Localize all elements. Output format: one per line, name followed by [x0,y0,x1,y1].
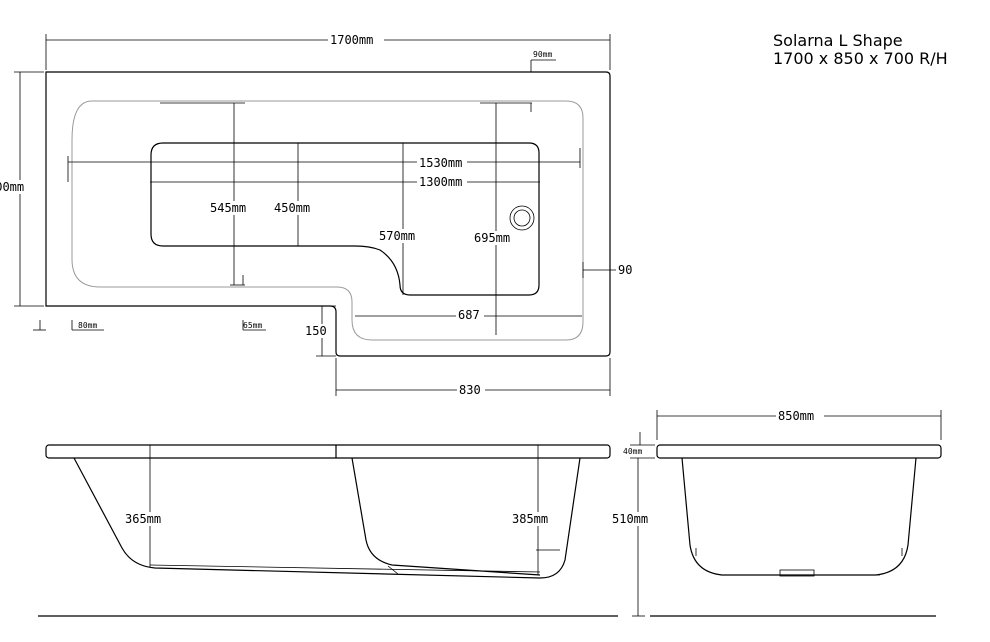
dim-label-bg [377,229,417,243]
end-waste [779,569,815,577]
end-rim [656,444,942,459]
dim-label-bg [208,201,248,215]
bath-inner-rim [71,100,584,341]
dim-label-bg [456,308,484,322]
dim-570mm: 570mm [379,229,415,243]
dim-label-bg [0,180,30,194]
dim-850mm: 850mm [778,409,814,423]
dim-label-bg [776,409,824,423]
title-line-2: 1700 x 850 x 700 R/H [773,49,948,68]
dim-687: 687 [458,308,480,322]
dim-90-right: 90 [618,263,632,277]
dim-1700mm: 1700mm [330,33,373,47]
dim-label-bg [417,156,467,169]
bath-basin-outline [150,142,540,296]
dim-830: 830 [459,383,481,397]
dim-80mm: 80mm [78,321,97,330]
side-body-outline [73,457,581,579]
dim-1530mm: 1530mm [419,156,462,170]
end-body-outline [681,457,917,576]
dim-90mm-top: 90mm [533,50,552,59]
plan-view: 1700mm 90mm 700mm 80mm 65mm 1530mm 1300m… [0,33,632,397]
dim-label-bg [511,512,551,526]
dim-700mm: 700mm [0,180,24,194]
side-foot [387,565,399,575]
waste-outlet-inner [513,209,531,227]
side-rim [45,444,611,459]
dim-label-bg [612,512,652,526]
dim-40mm: 40mm [623,447,642,456]
dim-545mm: 545mm [210,201,246,215]
dim-150: 150 [305,324,327,338]
side-elevation: 365mm 385mm [38,444,618,617]
bath-outer-outline [45,71,611,357]
dim-450mm: 450mm [274,201,310,215]
dim-label-bg [124,512,164,526]
dim-385mm: 385mm [512,512,548,526]
side-body-inner [351,457,541,576]
waste-outlet-icon [509,205,535,231]
dim-label-bg [305,324,325,338]
dim-label-bg [457,383,485,397]
dim-510mm: 510mm [612,512,648,526]
title-line-1: Solarna L Shape [773,31,903,50]
dim-label-bg [328,33,384,47]
dim-695mm: 695mm [474,231,510,245]
side-base-line [149,564,541,573]
end-elevation: 850mm 40mm 510mm [612,409,942,617]
dim-label-bg [417,175,467,188]
dim-365mm: 365mm [125,512,161,526]
dim-label-bg [272,201,312,215]
dim-65mm: 65mm [243,321,262,330]
dim-1300mm: 1300mm [419,175,462,189]
dim-label-bg [472,231,516,245]
